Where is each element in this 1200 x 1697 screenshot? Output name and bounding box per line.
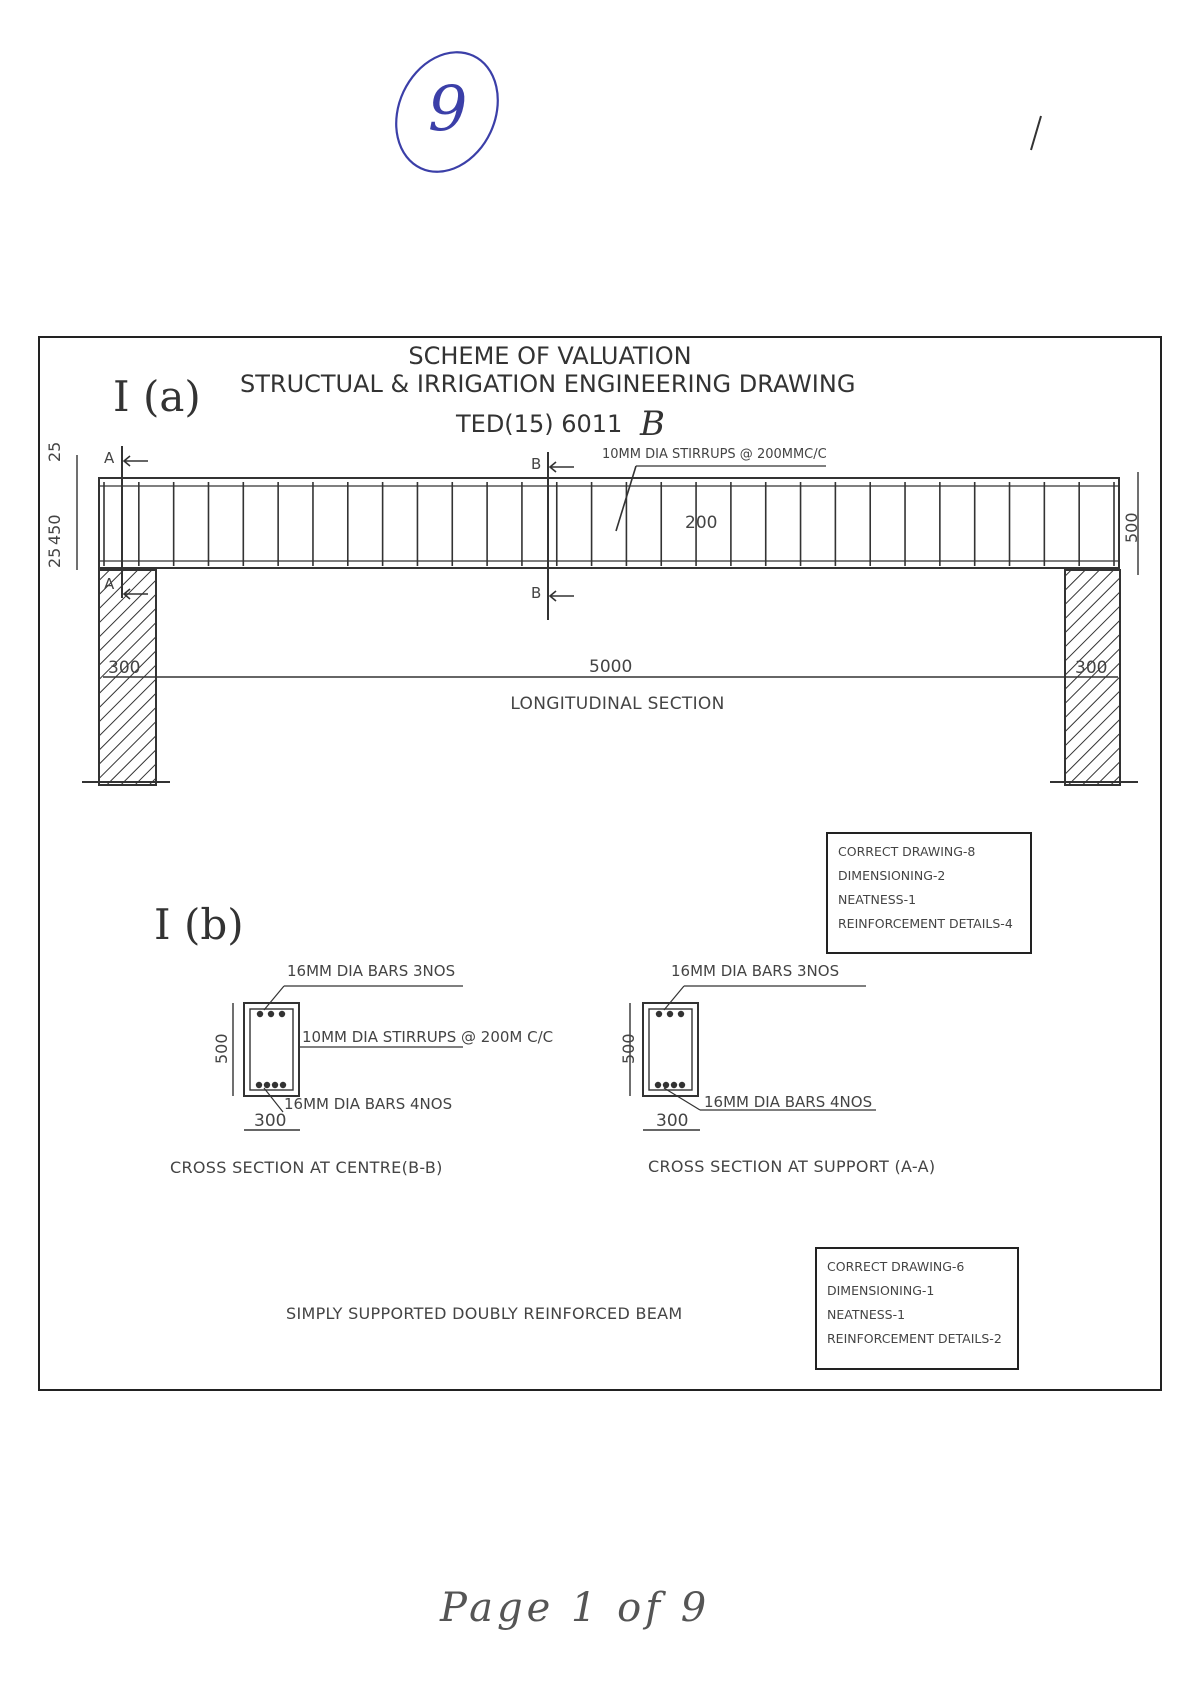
centre-bottom-bars-label: 16MM DIA BARS 4NOS xyxy=(284,1095,453,1113)
marks-a-line-3: NEATNESS-1 xyxy=(838,892,917,907)
centre-section-stirrup xyxy=(249,1008,294,1091)
rebar-dot xyxy=(678,1081,686,1089)
section-mark-a-top: A xyxy=(104,449,115,467)
marks-a-line-4: REINFORCEMENT DETAILS-4 xyxy=(838,916,1013,931)
beam-outline xyxy=(98,477,1120,569)
centre-top-bars-label: 16MM DIA BARS 3NOS xyxy=(287,962,456,980)
stirrup-lines xyxy=(103,482,1115,566)
support-section-stirrup xyxy=(648,1008,693,1091)
scheme-title: SCHEME OF VALUATION xyxy=(408,342,692,370)
stirrup-spacing-dim: 200 xyxy=(685,513,718,533)
support-caption: CROSS SECTION AT SUPPORT (A-A) xyxy=(648,1157,936,1176)
centre-bars xyxy=(255,1010,287,1089)
centre-caption: CROSS SECTION AT CENTRE(B-B) xyxy=(170,1158,443,1177)
rebar-dot xyxy=(279,1081,287,1089)
part-a-label: I (a) xyxy=(113,372,201,421)
rebar-dot xyxy=(267,1010,275,1018)
marks-box-b: CORRECT DRAWING-6 DIMENSIONING-1 NEATNES… xyxy=(815,1247,1019,1370)
set-letter: B xyxy=(640,404,665,444)
marks-box-a: CORRECT DRAWING-8 DIMENSIONING-2 NEATNES… xyxy=(826,832,1032,954)
rebar-dot xyxy=(271,1081,279,1089)
tick-mark xyxy=(1030,115,1042,151)
stirrup-leader xyxy=(615,465,637,532)
rebar-dot xyxy=(655,1010,663,1018)
section-b-top-arrow xyxy=(548,461,574,473)
right-support-dim: 300 xyxy=(1075,658,1108,678)
rebar-dot xyxy=(677,1010,685,1018)
stirrup-note: 10MM DIA STIRRUPS @ 200MMC/C xyxy=(602,447,827,462)
marks-a-line-2: DIMENSIONING-2 xyxy=(838,868,946,883)
support-width-dim: 300 xyxy=(656,1111,689,1131)
drawing-frame xyxy=(38,336,1162,1391)
centre-top-leader xyxy=(263,985,285,1011)
centre-bottom-leader xyxy=(263,1087,284,1113)
support-depth-dim: 500 xyxy=(619,1033,638,1064)
marks-b-line-1: CORRECT DRAWING-6 xyxy=(827,1259,965,1274)
circled-number: 9 xyxy=(428,72,468,145)
beam-title: SIMPLY SUPPORTED DOUBLY REINFORCED BEAM xyxy=(286,1304,683,1323)
centre-stirrup-label: 10MM DIA STIRRUPS @ 200M C/C xyxy=(302,1028,554,1046)
section-mark-b-top: B xyxy=(531,455,542,473)
support-top-leader xyxy=(663,985,685,1011)
span-dim: 5000 xyxy=(589,657,633,677)
rebar-dot xyxy=(263,1081,271,1089)
part-b-label: I (b) xyxy=(154,900,244,949)
support-bars xyxy=(654,1010,686,1089)
circled-number-ring xyxy=(395,51,499,173)
rebar-dot xyxy=(666,1010,674,1018)
rebar-dot xyxy=(670,1081,678,1089)
rebar-dot xyxy=(255,1081,263,1089)
page-note: Page 1 of 9 xyxy=(440,1585,711,1631)
marks-b-line-3: NEATNESS-1 xyxy=(827,1307,906,1322)
section-b-bottom-arrow xyxy=(548,590,574,602)
drawing-title: STRUCTUAL & IRRIGATION ENGINEERING DRAWI… xyxy=(240,370,856,398)
centre-width-dim: 300 xyxy=(254,1111,287,1131)
marks-a-line-1: CORRECT DRAWING-8 xyxy=(838,844,976,859)
centre-depth-dim: 500 xyxy=(212,1033,231,1064)
left-support-dim: 300 xyxy=(108,658,141,678)
section-a-top-arrow xyxy=(122,455,148,467)
marks-b-line-2: DIMENSIONING-1 xyxy=(827,1283,935,1298)
section-a-bottom-arrow xyxy=(122,588,148,600)
centre-section-outline xyxy=(243,1002,300,1097)
section-mark-b-bottom: B xyxy=(531,584,542,602)
rebar-dot xyxy=(662,1081,670,1089)
marks-b-line-4: REINFORCEMENT DETAILS-2 xyxy=(827,1331,1002,1346)
rebar-dot xyxy=(256,1010,264,1018)
support-top-bars-label: 16MM DIA BARS 3NOS xyxy=(671,962,840,980)
support-bottom-bars-label: 16MM DIA BARS 4NOS xyxy=(704,1093,873,1111)
paper-code: TED(15) 6011 xyxy=(456,410,623,438)
support-bottom-leader xyxy=(663,1087,701,1111)
longitudinal-caption: LONGITUDINAL SECTION xyxy=(510,694,725,714)
rebar-dot xyxy=(278,1010,286,1018)
section-mark-a-bottom: A xyxy=(104,575,115,593)
rebar-dot xyxy=(654,1081,662,1089)
